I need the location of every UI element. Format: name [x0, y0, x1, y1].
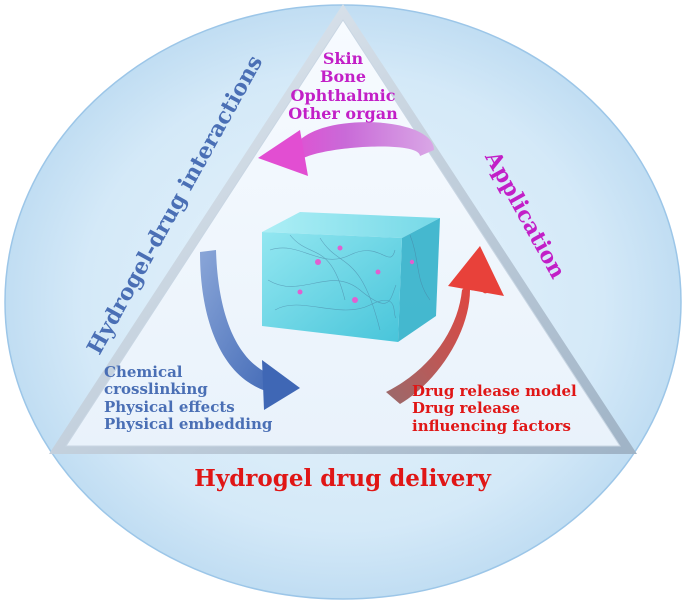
- interaction-chemical: Chemical: [104, 363, 183, 381]
- organ-skin: Skin: [322, 49, 364, 68]
- interaction-crosslinking: crosslinking: [104, 380, 208, 399]
- organ-list: Skin Bone Ophthalmic Other organ: [280, 49, 406, 124]
- hydrogel-cube: [262, 212, 440, 342]
- release-list: Drug release model Drug release influenc…: [412, 382, 577, 435]
- interaction-list: Chemical crosslinking Physical effects P…: [104, 363, 273, 433]
- red-cycle-arrow: [386, 246, 504, 404]
- release-model: Drug release model: [412, 382, 577, 400]
- organ-other: Other organ: [288, 104, 398, 124]
- release-drug: Drug release: [412, 399, 520, 418]
- interaction-physical-effects: Physical effects: [104, 397, 235, 416]
- bottom-title: Hydrogel drug delivery: [194, 465, 491, 492]
- interaction-physical-embedding: Physical embedding: [104, 414, 273, 433]
- blue-cycle-arrow: [200, 250, 300, 410]
- organ-ophthalmic: Ophthalmic: [290, 85, 396, 105]
- organ-bone: Bone: [319, 67, 366, 87]
- release-factors: influencing factors: [412, 416, 571, 435]
- purple-cycle-arrow: [258, 122, 434, 176]
